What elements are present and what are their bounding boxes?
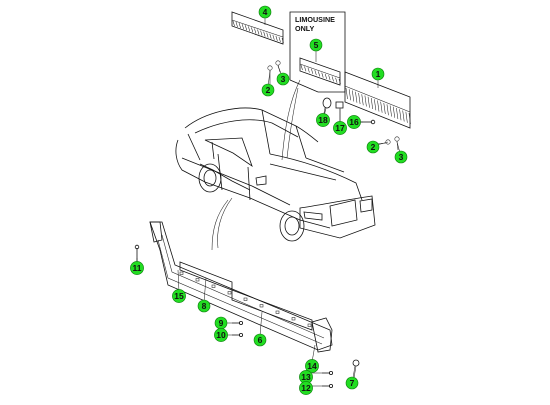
callout-badge [309,38,323,52]
callout-badge [347,115,361,129]
moulding-strip-limousine [299,57,341,86]
callout-number: 14 [307,361,317,371]
callout-badge [371,67,385,81]
callout-3b[interactable]: 3 [394,150,408,164]
callout-number: 7 [350,378,355,388]
callout-badge [366,140,380,154]
callout-number: 13 [301,372,311,382]
callout-badge [130,261,144,275]
moulding-strip-rear [344,71,411,129]
callout-1[interactable]: 1 [371,67,385,81]
callout-number: 11 [133,263,142,273]
callout-badge [197,299,211,313]
callout-number: 8 [202,301,207,311]
callout-number: 17 [335,123,345,133]
callout-badge [305,359,319,373]
callout-number: 2 [371,142,376,152]
callout-number: 1 [376,69,381,79]
callout-5[interactable]: 5 [309,38,323,52]
callout-badge [394,150,408,164]
sedan-illustration [175,107,376,242]
callout-number: 4 [263,7,268,17]
side-sill-assembly [134,221,360,388]
callout-badge [261,83,275,97]
callout-14[interactable]: 14 [305,359,319,373]
callout-badge [258,5,272,19]
callout-number: 10 [216,330,226,340]
callout-9[interactable]: 9 [214,316,228,330]
callout-3a[interactable]: 3 [276,72,290,86]
callout-number: 12 [301,383,311,393]
callout-number: 16 [349,117,359,127]
callout-leaders [136,17,401,387]
callout-6[interactable]: 6 [253,333,267,347]
callout-number: 9 [219,318,224,328]
callout-7[interactable]: 7 [345,376,359,390]
callout-8[interactable]: 8 [197,299,211,313]
callout-badge [214,328,228,342]
callout-10[interactable]: 10 [214,328,228,342]
callout-number: 15 [174,291,184,301]
callout-badge [299,381,313,395]
callout-badge [172,289,186,303]
callout-2b[interactable]: 2 [366,140,380,154]
callout-2a[interactable]: 2 [261,83,275,97]
callout-4[interactable]: 4 [258,5,272,19]
limousine-note-box: LIMOUSINE ONLY [289,11,346,93]
callout-badge [276,72,290,86]
callout-number: 2 [266,85,271,95]
callout-number: 6 [258,335,263,345]
callout-11[interactable]: 11 [130,261,144,275]
moulding-strip-front-upper [231,11,284,45]
callout-15[interactable]: 15 [172,289,186,303]
callout-number: 3 [281,74,286,84]
callout-12[interactable]: 12 [299,381,313,395]
note-line-1: LIMOUSINE [295,15,335,24]
callout-17[interactable]: 17 [333,121,347,135]
callout-number: 18 [318,115,328,125]
callout-badge [345,376,359,390]
callout-badge [333,121,347,135]
leader-curves [211,79,301,251]
callout-18[interactable]: 18 [316,113,330,127]
callout-16[interactable]: 16 [347,115,361,129]
note-line-2: ONLY [295,24,315,33]
callout-badge [253,333,267,347]
callout-number: 5 [314,40,319,50]
callout-number: 3 [399,152,404,162]
callout-badge [316,113,330,127]
